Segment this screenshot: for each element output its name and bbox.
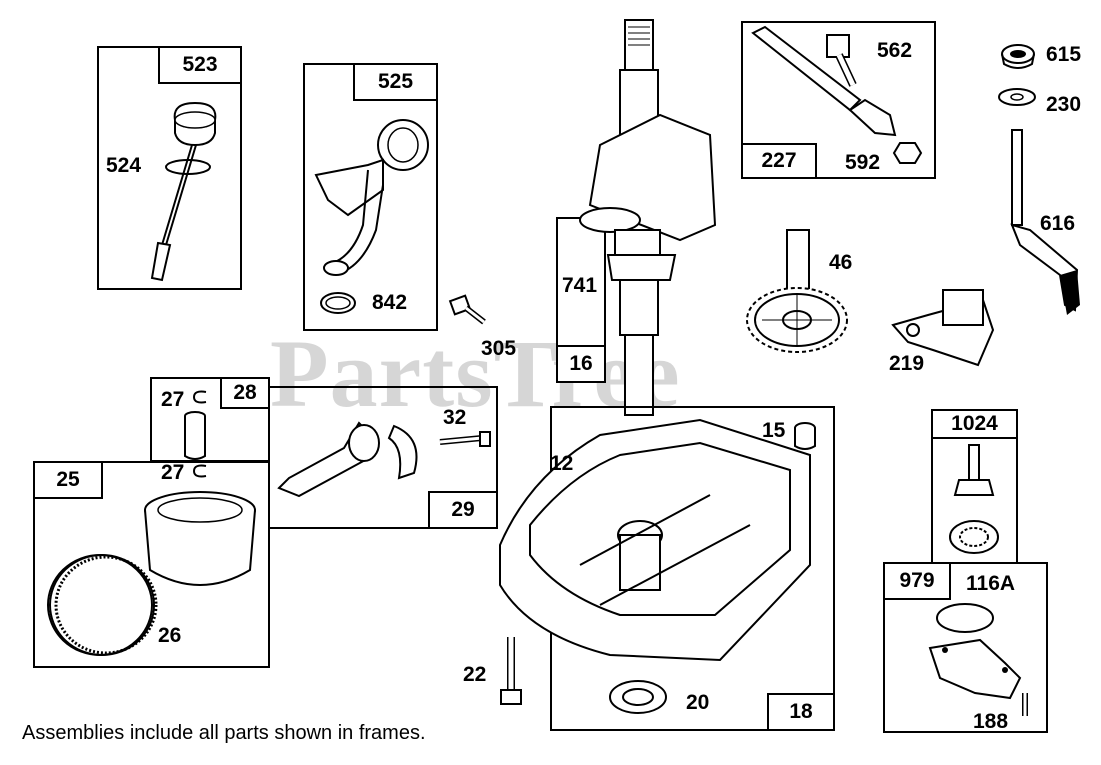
frame-25-tag[interactable]: 25 [33,461,103,499]
label-15[interactable]: 15 [762,419,786,442]
seal-615 [998,42,1038,72]
label-12[interactable]: 12 [550,452,574,475]
bolt-305 [448,292,493,332]
frame-25-piston-assembly [33,461,270,668]
label-27-top[interactable]: 27 [161,388,185,411]
label-26[interactable]: 26 [158,624,182,647]
frame-227-governor-link [741,21,936,179]
watermark: PartsTree [270,320,681,427]
seal-20 [606,677,671,717]
frame-16-tag[interactable]: 16 [556,345,606,383]
label-615[interactable]: 615 [1046,43,1082,66]
crankshaft-drawing [570,15,720,420]
piston-rings [42,548,162,663]
oil-fill-tube-drawing [308,105,433,280]
frame-979-pump-cover [883,562,1048,733]
label-842[interactable]: 842 [372,291,408,314]
label-32[interactable]: 32 [443,406,467,429]
label-592[interactable]: 592 [845,151,881,174]
washer-230 [996,86,1038,108]
pump-cover-drawing [915,598,1040,728]
retainer-clip-27a [190,388,212,406]
plug-15 [790,420,820,455]
frame-29-tag[interactable]: 29 [428,491,498,529]
frame-523-tag[interactable]: 523 [158,46,242,84]
retainer-clip-27b [190,462,212,480]
piston-drawing [135,485,265,605]
label-562[interactable]: 562 [877,39,913,62]
frame-1024-tag[interactable]: 1024 [931,409,1018,439]
bolt-32 [432,428,492,453]
label-27-bottom[interactable]: 27 [161,461,185,484]
label-188[interactable]: 188 [973,710,1009,733]
camshaft-46 [742,225,852,365]
o-ring-842 [318,288,358,318]
governor-link-drawing [745,25,930,175]
sump-drawing [490,415,830,675]
label-20[interactable]: 20 [686,691,710,714]
bracket-219 [888,280,1000,375]
frame-227-tag[interactable]: 227 [741,143,817,179]
label-305[interactable]: 305 [481,337,517,360]
oil-pump-rotor [945,440,1005,560]
label-46[interactable]: 46 [829,251,853,274]
frame-525-tag[interactable]: 525 [353,63,438,101]
label-22[interactable]: 22 [463,663,487,686]
bolt-22 [496,632,526,707]
label-524[interactable]: 524 [106,154,142,177]
frame-29-connecting-rod [268,386,498,529]
label-116a[interactable]: 116A [966,572,1016,595]
label-219[interactable]: 219 [889,352,925,375]
assemblies-note: Assemblies include all parts shown in fr… [22,722,426,744]
frame-28-tag[interactable]: 28 [220,377,270,409]
label-616[interactable]: 616 [1040,212,1076,235]
label-230[interactable]: 230 [1046,93,1082,116]
frame-18-tag[interactable]: 18 [767,693,835,731]
connecting-rod-drawing [274,418,424,498]
dipstick-drawing [140,95,230,290]
label-741[interactable]: 741 [562,274,598,297]
governor-shaft-616 [1005,125,1080,315]
frame-979-tag[interactable]: 979 [883,562,951,600]
piston-pin [180,410,210,462]
